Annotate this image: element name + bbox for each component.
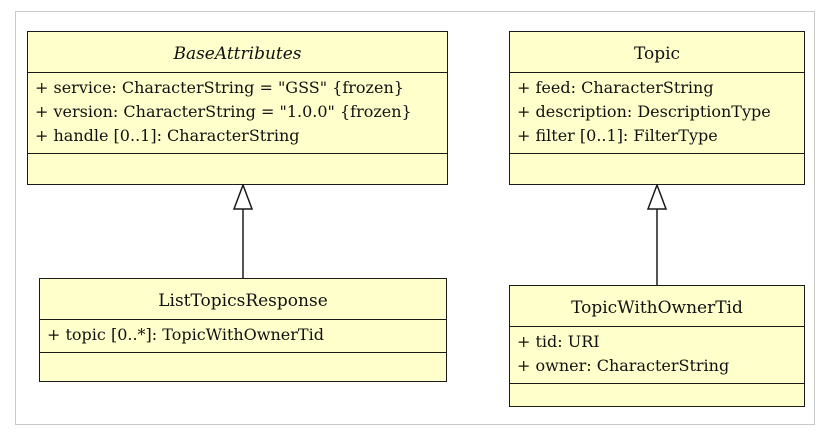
attribute-tid: + tid: URI [517,332,600,351]
generalization-list-topics-response-to-base-attributes [232,182,254,278]
attribute-compartment: + topic [0..*]: TopicWithOwnerTid [40,320,446,353]
class-name: TopicWithOwnerTid [510,286,804,327]
diagram-frame [15,11,815,425]
generalization-topic-with-owner-tid-to-topic [646,182,668,285]
class-name: ListTopicsResponse [40,279,446,320]
attribute-feed: + feed: CharacterString [517,78,714,97]
class-topic: Topic + feed: CharacterString + descript… [509,31,805,185]
operation-compartment [40,353,446,375]
inheritance-arrowhead-icon [646,182,668,210]
attribute-compartment: + service: CharacterString = "GSS" {froz… [28,73,447,154]
operation-compartment [510,384,804,406]
class-name: BaseAttributes [28,32,447,73]
operation-compartment [28,154,447,176]
operation-compartment [510,154,804,176]
attribute-filter: + filter [0..1]: FilterType [517,126,718,145]
attribute-handle: + handle [0..1]: CharacterString [35,126,300,145]
class-name: Topic [510,32,804,73]
class-topic-with-owner-tid: TopicWithOwnerTid + tid: URI + owner: Ch… [509,285,805,407]
inheritance-arrowhead-icon [232,182,254,210]
attribute-compartment: + feed: CharacterString + description: D… [510,73,804,154]
class-base-attributes: BaseAttributes + service: CharacterStrin… [27,31,448,185]
attribute-version: + version: CharacterString = "1.0.0" {fr… [35,102,412,121]
attribute-description: + description: DescriptionType [517,102,771,121]
attribute-compartment: + tid: URI + owner: CharacterString [510,327,804,384]
class-list-topics-response: ListTopicsResponse + topic [0..*]: Topic… [39,278,447,382]
attribute-owner: + owner: CharacterString [517,356,730,375]
attribute-topic: + topic [0..*]: TopicWithOwnerTid [47,325,324,344]
attribute-service: + service: CharacterString = "GSS" {froz… [35,78,404,97]
